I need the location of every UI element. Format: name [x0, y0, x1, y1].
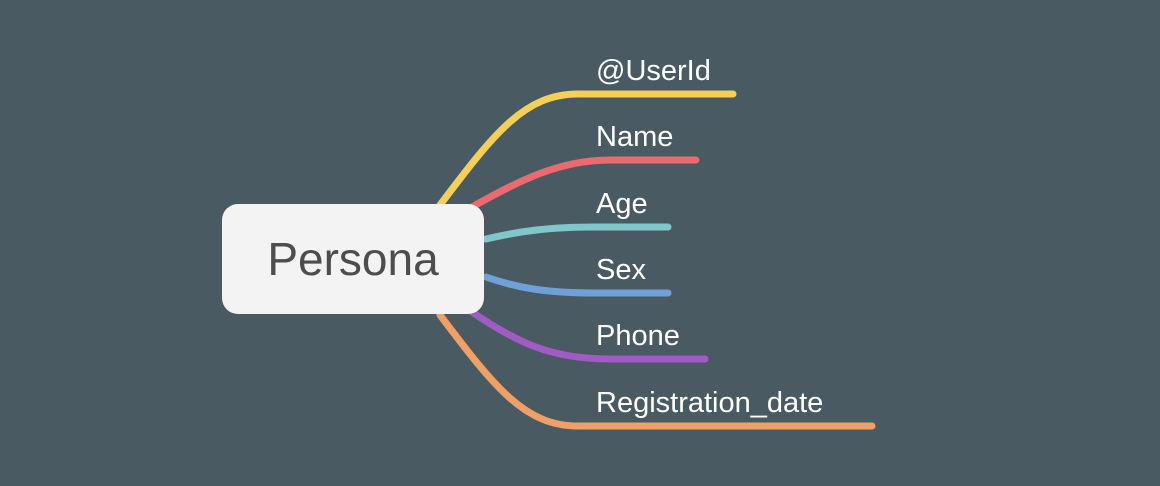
branch-connector-phone [468, 308, 709, 363]
branch-connector-age [482, 223, 672, 243]
branch-connector-sex [482, 273, 672, 297]
branch-label-sex[interactable]: Sex [596, 254, 646, 286]
branch-label-age[interactable]: Age [596, 188, 648, 220]
branch-label-phone[interactable]: Phone [596, 320, 680, 352]
root-node-label: Persona [267, 233, 439, 285]
branch-connector-name [468, 156, 700, 211]
branch-connector-userid [436, 90, 737, 209]
branch-label-name[interactable]: Name [596, 121, 674, 153]
branch-label-registration-date[interactable]: Registration_date [596, 387, 824, 419]
root-node[interactable]: Persona [222, 204, 484, 314]
branch-label-userid[interactable]: @UserId [596, 55, 711, 87]
branch-connector-registration-date [436, 311, 876, 430]
